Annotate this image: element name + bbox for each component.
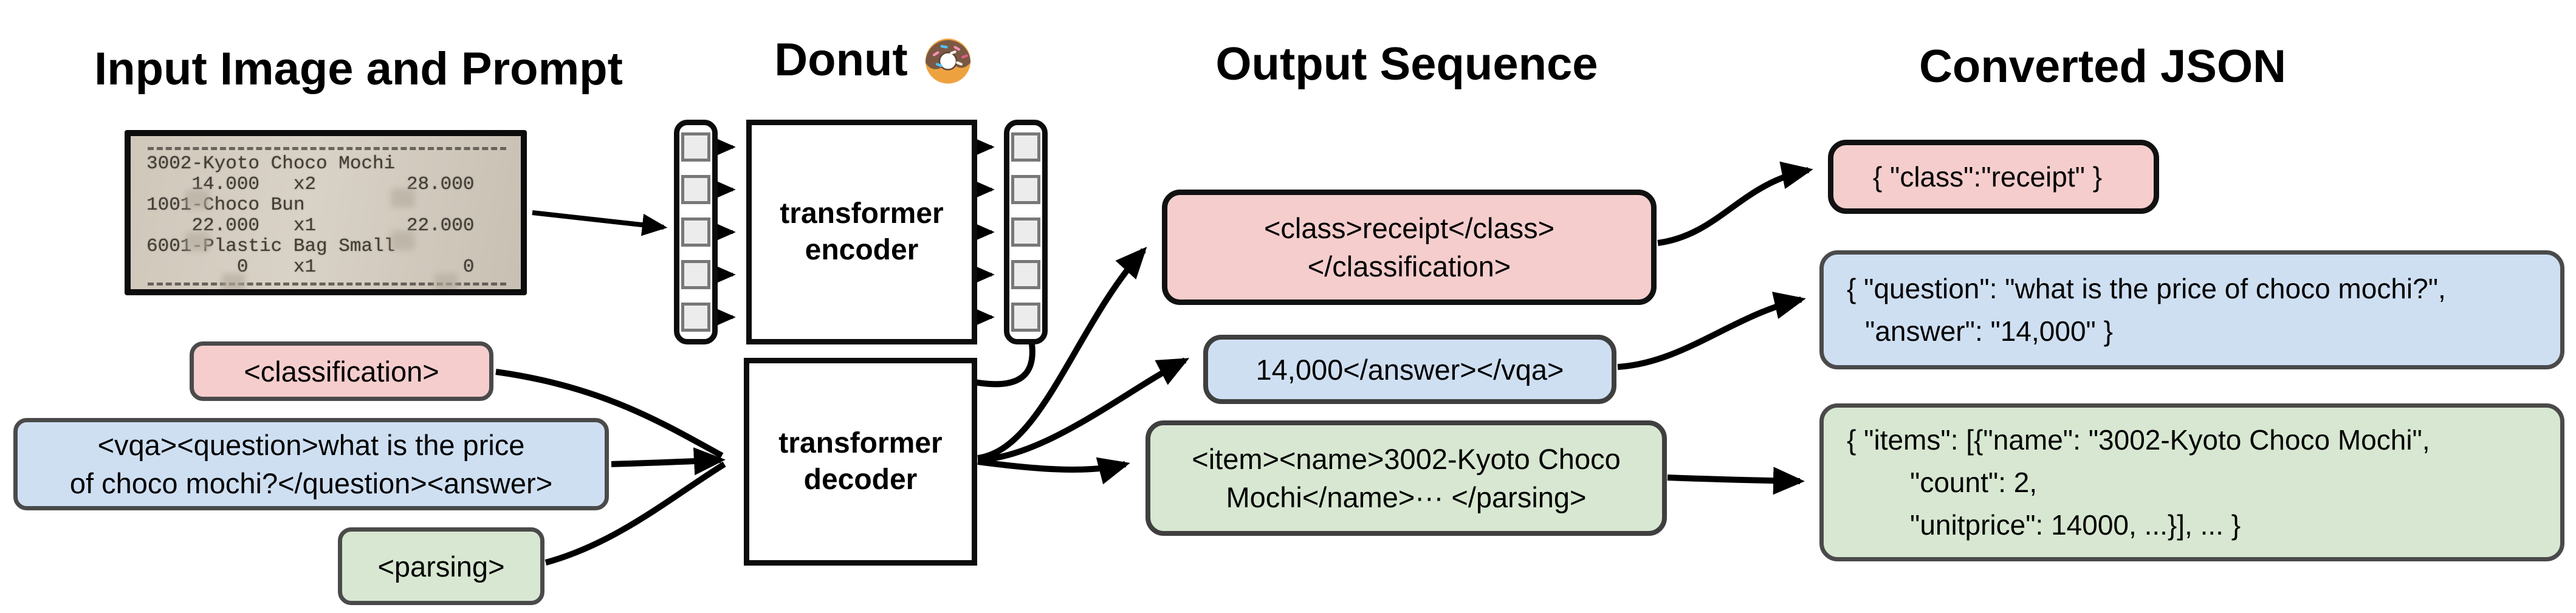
header-output-sequence: Output Sequence <box>1215 38 1598 90</box>
redaction-patch <box>185 190 210 209</box>
redaction-patch <box>185 232 210 252</box>
output-classification: <class>receipt</class> </classification> <box>1162 190 1657 305</box>
arrow-parsing-to-json <box>1667 467 1805 495</box>
prompt-vqa: <vqa><question>what is the price of choc… <box>13 418 609 510</box>
patch-token <box>681 303 710 332</box>
output-parsing: <item><name>3002-Kyoto Choco Mochi</name… <box>1145 420 1667 536</box>
input-patch-embeddings <box>674 120 718 344</box>
arrow-image-to-encoder <box>532 210 668 236</box>
json-parsing: { "items": [{"name": "3002-Kyoto Choco M… <box>1819 403 2564 561</box>
arrow-decoder-to-parsing-output <box>977 457 1130 485</box>
prompt-parsing-text: <parsing> <box>377 550 505 583</box>
json-classification: { "class":"receipt" } <box>1828 140 2159 214</box>
arrow-classification-prompt <box>495 369 724 459</box>
header-converted-json: Converted JSON <box>1919 41 2286 92</box>
patch-token <box>681 217 710 247</box>
input-receipt-image: 3002-Kyoto Choco Mochi 14.000 x2 28.000 … <box>125 130 527 295</box>
arrow-vqa-prompt <box>611 447 726 476</box>
redaction-patch <box>391 231 415 250</box>
output-parsing-line: Mochi</name>··· </parsing> <box>1226 481 1587 513</box>
json-vqa-line: { "question": "what is the price of choc… <box>1847 273 2446 304</box>
receipt-line: 3002-Kyoto Choco Mochi <box>146 153 396 174</box>
receipt-line: 0 x1 0 <box>146 256 475 278</box>
json-parsing-line: { "items": [{"name": "3002-Kyoto Choco M… <box>1847 424 2430 456</box>
embedding-token <box>1011 260 1040 289</box>
prompt-classification-text: <classification> <box>244 355 439 388</box>
encoder-output-embeddings <box>1004 120 1048 344</box>
arrow-decoder-to-vqa-output <box>977 357 1190 463</box>
patch-token <box>681 175 710 204</box>
embedding-token <box>1011 132 1040 162</box>
encoder-label: encoder <box>805 234 919 266</box>
donut-title: Donut <box>774 33 908 86</box>
header-input-image-and-prompt: Input Image and Prompt <box>94 43 623 95</box>
arrows-encoder-to-embeddings <box>975 139 995 326</box>
output-vqa-text: 14,000</answer></vqa> <box>1255 353 1564 386</box>
output-parsing-line: <item><name>3002-Kyoto Choco <box>1192 443 1621 475</box>
receipt-dashed-rule <box>148 147 506 150</box>
arrow-class-to-json <box>1657 161 1813 246</box>
donut-icon <box>920 32 976 87</box>
json-classification-text: { "class":"receipt" } <box>1872 161 2103 193</box>
decoder-label: transformer <box>778 427 943 459</box>
redaction-patch <box>222 273 245 289</box>
receipt-line: 22.000 x1 22.000 <box>146 215 475 236</box>
embedding-token <box>1011 217 1040 247</box>
receipt-line: 1001-Choco Bun <box>146 194 305 216</box>
patch-token <box>681 260 710 289</box>
receipt-line: 6001-Plastic Bag Small <box>146 236 396 257</box>
embedding-token <box>1011 303 1040 332</box>
embedding-token <box>1011 175 1040 204</box>
prompt-classification: <classification> <box>190 341 493 401</box>
prompt-parsing: <parsing> <box>338 527 544 605</box>
transformer-decoder-block: transformer decoder <box>744 358 977 566</box>
arrow-parsing-prompt <box>544 461 726 566</box>
patch-token <box>681 132 710 162</box>
decoder-label: decoder <box>803 464 918 496</box>
output-classification-line: </classification> <box>1307 250 1511 283</box>
arrows-patches-to-encoder <box>716 139 736 326</box>
json-vqa: { "question": "what is the price of choc… <box>1819 250 2564 369</box>
arrow-decoder-to-class-output <box>977 247 1147 461</box>
json-parsing-line: "unitprice": 14000, ...}], ... } <box>1910 509 2241 541</box>
prompt-vqa-line: of choco mochi?</question><answer> <box>69 467 553 499</box>
receipt-dashed-rule <box>148 283 506 286</box>
output-vqa: 14,000</answer></vqa> <box>1203 335 1616 404</box>
json-vqa-line: "answer": "14,000" } <box>1865 315 2114 347</box>
header-donut: Donut <box>705 32 1045 87</box>
prompt-vqa-line: <vqa><question>what is the price <box>97 429 525 461</box>
output-classification-line: <class>receipt</class> <box>1263 212 1555 244</box>
arrow-vqa-to-json <box>1617 292 1806 370</box>
redaction-patch <box>434 273 458 289</box>
redaction-patch <box>391 188 415 208</box>
json-parsing-line: "count": 2, <box>1910 467 2038 498</box>
encoder-label: transformer <box>780 197 944 230</box>
transformer-encoder-block: transformer encoder <box>746 120 977 344</box>
